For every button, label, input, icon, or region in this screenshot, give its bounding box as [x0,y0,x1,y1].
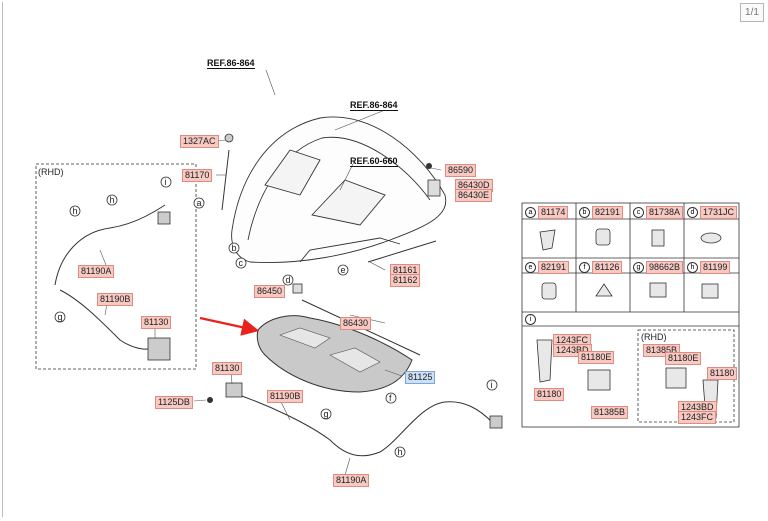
part-label[interactable]: 81190B [97,293,134,306]
marker-g: g [58,312,63,322]
ref-label[interactable]: REF.60-660 [350,156,398,167]
page-indicator: 1/1 [740,3,764,22]
part-label[interactable]: 81130 [212,362,243,375]
marker-d: d [286,275,291,285]
table-cell-i: i [525,314,536,325]
handle-icon [489,415,503,429]
part-label[interactable]: 1327AC [180,135,219,148]
marker-g: g [324,409,329,419]
part-label[interactable]: 81170 [182,169,213,182]
rhd-handle-icon [157,211,171,225]
rhd-latch-icon [147,337,171,361]
part-label[interactable]: 81385B [591,406,629,419]
rhd-label: (RHD) [641,332,667,342]
part-label[interactable]: 81180 [707,367,738,380]
release-cable [229,391,493,457]
marker-h: h [73,206,78,216]
part-label[interactable]: 81180E [578,351,615,364]
latch-assembly-icon [665,367,687,389]
part-label-highlighted[interactable]: 81125 [405,371,436,384]
part-label[interactable]: 81190A [333,474,370,487]
part-label[interactable]: 81190B [267,390,304,403]
hood-insulator-pad [256,315,413,393]
marker-e: e [341,265,346,275]
part-label[interactable]: 86450 [254,285,286,298]
hood-latch-icon [536,339,553,383]
hinge-bracket-icon [427,179,441,197]
bumper-stop-icon [541,282,557,300]
marker-f: f [389,393,392,403]
latch-icon [225,382,243,398]
part-label[interactable]: 86430E [455,189,493,202]
marker-h: h [398,447,403,457]
cap-icon [595,283,613,297]
plug-icon [700,232,722,244]
rhd-release-cable [54,204,166,286]
marker-i: i [491,380,493,390]
clip-icon [701,283,719,299]
clip-icon [539,229,556,251]
ref-label[interactable]: REF.86-864 [207,58,255,69]
marker-b: b [232,243,237,253]
grommet-icon [651,229,665,247]
parts-table [521,202,740,428]
bumper-stop-icon [595,228,611,246]
marker-h: h [110,195,115,205]
rhd-label: (RHD) [38,167,64,177]
rhd-detail-box [35,163,197,370]
marker-i: i [165,177,167,187]
part-label[interactable]: 81180 [534,388,565,401]
part-label[interactable]: 81180E [665,352,702,365]
marker-a: a [197,198,202,208]
bolt-icon [207,397,213,403]
latch-assembly-icon [587,369,611,391]
bolt-icon [224,133,234,143]
marker-c: c [239,258,244,268]
part-label[interactable]: 81190A [78,265,115,278]
bolt-icon [426,163,432,169]
clip-icon [649,282,667,298]
highlight-arrow [199,316,260,336]
hood-panel [231,116,447,263]
ref-label[interactable]: REF.86-864 [350,100,398,111]
part-label[interactable]: 81130 [141,316,172,329]
part-label[interactable]: 86590 [445,164,477,177]
bumper-icon [292,283,303,294]
part-label[interactable]: 81162 [390,274,421,287]
circle-markers: a b c d e f g h i h h i g [54,176,498,458]
part-label[interactable]: 86430 [340,317,372,330]
part-label[interactable]: 1243FC [678,411,717,424]
part-label[interactable]: 1125DB [155,396,193,409]
